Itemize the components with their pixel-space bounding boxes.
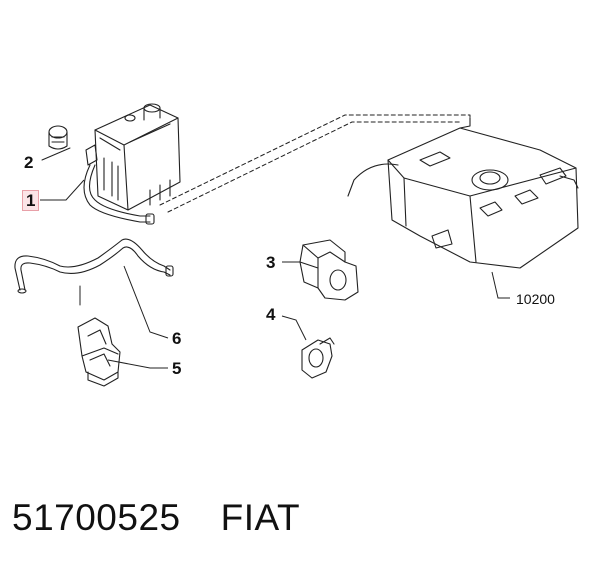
leader-lines xyxy=(40,179,510,369)
diagram-drawing xyxy=(14,103,579,387)
callout-6: 6 xyxy=(172,329,182,348)
leader-5 xyxy=(107,359,168,369)
leader-1 xyxy=(40,179,85,201)
callout-4: 4 xyxy=(266,305,276,324)
footer: 51700525 FIAT xyxy=(12,497,300,539)
brand-name: FIAT xyxy=(220,497,301,538)
leader-6 xyxy=(123,265,169,339)
callout-2: 2 xyxy=(24,153,34,172)
leader-10200 xyxy=(491,271,510,299)
clip-part-3 xyxy=(299,239,359,301)
parts-diagram: 2 1 3 4 6 5 10200 xyxy=(14,103,579,387)
callout-10200: 10200 xyxy=(516,291,555,307)
leader-4 xyxy=(281,315,307,341)
callout-1: 1 xyxy=(22,190,40,211)
filler-cap-part-2 xyxy=(41,125,71,161)
part-number: 51700525 xyxy=(12,497,181,538)
callout-5: 5 xyxy=(172,359,182,378)
canister-part-1 xyxy=(83,103,181,225)
callout-3: 3 xyxy=(266,253,276,272)
clip-part-4 xyxy=(301,337,335,379)
fuel-tank-10200 xyxy=(347,117,579,269)
pipe-part-6 xyxy=(14,238,174,306)
